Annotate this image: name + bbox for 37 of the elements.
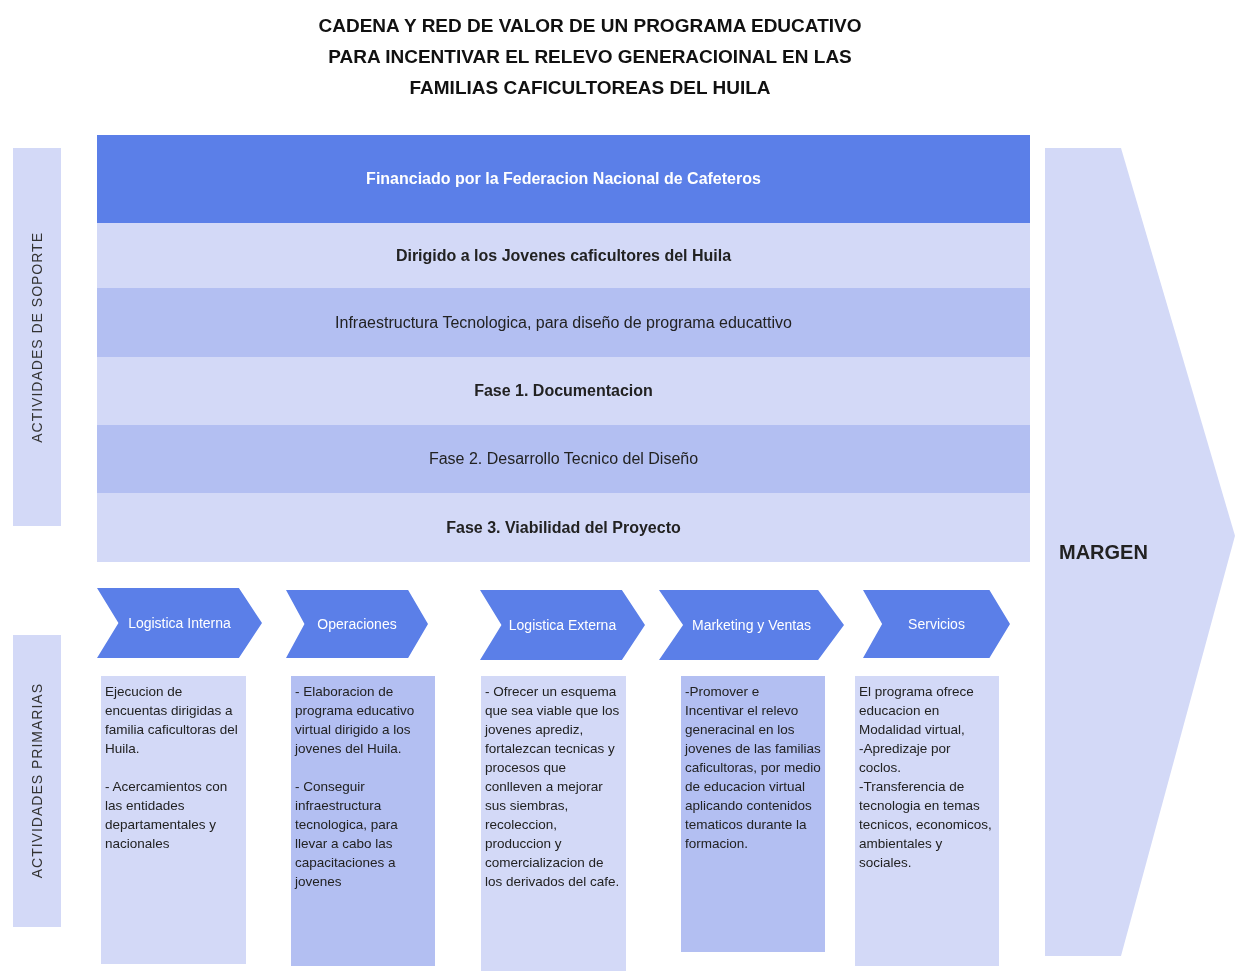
activity-label: Fase 2. Desarrollo Tecnico del Diseño: [428, 450, 699, 468]
step-label: Logistica Interna: [128, 615, 231, 631]
activity-label: Infraestructura Tecnologica, para diseño de programa educattivo: [335, 313, 792, 332]
side-label-bar: [13, 635, 61, 927]
step-label: Operaciones: [317, 616, 397, 632]
activity-label: Dirigido a los Jovenes caficultores del Huila: [395, 246, 732, 265]
description-text: - Elaboracion de programa educativo virtual dirigido a los jovenes del Huila.: [295, 683, 416, 758]
activity-card: [101, 676, 246, 964]
description-text: - Conseguir infraestructura tecnologica, para llevar a cabo las capacitaciones a jovenes: [295, 778, 399, 891]
activity-card: [291, 676, 435, 966]
support-activity-band: [97, 493, 1030, 562]
support-activity-band: [97, 425, 1030, 493]
diagram-title: CADENA Y RED DE VALOR DE UN PROGRAMA EDUCATIVO PARA INCENTIVAR EL RELEVO GENERACIOINAL EN LAS FAMILIAS CAFICULTOREAS DEL HUILA: [317, 14, 863, 100]
description-text: -Apredizaje por coclos.: [859, 740, 952, 777]
activity-card: [481, 676, 626, 971]
activity-label: Financiado por la Federacion Nacional de Cafeteros: [366, 170, 761, 188]
support-activity-band: [97, 288, 1030, 357]
support-activity-band: [97, 135, 1030, 223]
support-activity-band: [97, 357, 1030, 425]
activity-label: Fase 1. Documentacion: [474, 382, 653, 400]
margin-label: MARGEN: [1059, 540, 1148, 564]
section-label: ACTIVIDADES DE SOPORTE: [29, 231, 45, 443]
activity-card: [855, 676, 999, 966]
step-label: Logistica Externa: [508, 617, 617, 633]
description-text: El programa ofrece educacion en Modalidad virtual,: [859, 683, 975, 739]
description-text: -Transferencia de tecnologia en temas tecnicos, economicos, ambientales y sociales.: [859, 778, 993, 872]
description-text: - Ofrecer un esquema que sea viable que los jovenes aprediz, fortalezcan tecnicas y procesos que conlleven a mejorar sus siembras, recoleccion, produccion y comercializacion de los derivados del cafe.: [485, 683, 621, 891]
description-text: Ejecucion de encuentas dirigidas a familia caficultoras del Huila.: [105, 683, 239, 758]
description-text: - Acercamientos con las entidades departamentales y nacionales: [105, 778, 229, 853]
activity-label: Fase 3. Viabilidad del Proyecto: [446, 518, 681, 537]
section-label: ACTIVIDADES PRIMARIAS: [29, 683, 45, 879]
description-text: -Promover e Incentivar el relevo generacinal en los jovenes de las familias caficultoras, por medio de educacion virtual aplicando contenidos tematicos durante la formacion.: [685, 683, 821, 853]
step-label: Marketing y Ventas: [691, 617, 812, 633]
side-label-bar: [13, 148, 61, 526]
step-label: Servicios: [908, 616, 965, 632]
support-activity-band: [97, 223, 1030, 288]
activity-card: [681, 676, 825, 952]
